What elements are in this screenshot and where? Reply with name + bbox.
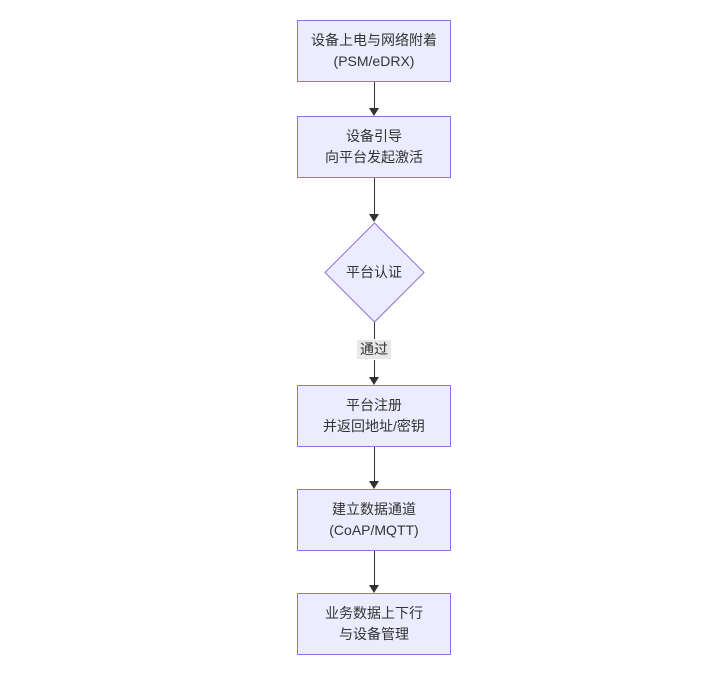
flowchart-column: 设备上电与网络附着 (PSM/eDRX) 设备引导 向平台发起激活 平台认证 通… <box>296 20 452 655</box>
node-text-line: 向平台发起激活 <box>325 149 423 165</box>
arrow-line <box>373 359 375 377</box>
node-data-channel: 建立数据通道 (CoAP/MQTT) <box>297 489 451 551</box>
node-text-line: 平台认证 <box>346 264 402 280</box>
node-business-data: 业务数据上下行 与设备管理 <box>297 593 451 655</box>
arrow-3: 通过 <box>296 322 452 385</box>
node-text-line: 设备上电与网络附着 <box>311 32 437 48</box>
node-text-line: 业务数据上下行 <box>325 605 423 621</box>
arrow-line <box>373 82 375 108</box>
arrow-line <box>373 178 375 214</box>
edge-label-pass: 通过 <box>357 340 391 359</box>
node-text-line: 并返回地址/密钥 <box>323 418 425 434</box>
arrowhead-down-icon <box>369 108 379 116</box>
node-text-line: (CoAP/MQTT) <box>329 522 419 538</box>
node-text-line: 建立数据通道 <box>332 501 416 517</box>
arrow-line <box>373 447 375 481</box>
arrow-4 <box>296 447 452 489</box>
arrow-line <box>373 551 375 585</box>
arrow-1 <box>296 82 452 116</box>
arrow-2 <box>296 178 452 222</box>
arrowhead-down-icon <box>369 214 379 222</box>
arrowhead-down-icon <box>369 585 379 593</box>
node-power-attach: 设备上电与网络附着 (PSM/eDRX) <box>297 20 451 82</box>
arrow-5 <box>296 551 452 593</box>
arrowhead-down-icon <box>369 377 379 385</box>
node-register: 平台注册 并返回地址/密钥 <box>297 385 451 447</box>
arrow-line <box>373 322 375 340</box>
node-platform-auth: 平台认证 <box>324 222 425 323</box>
node-text-line: 与设备管理 <box>339 626 409 642</box>
node-bootstrap: 设备引导 向平台发起激活 <box>297 116 451 178</box>
node-text-line: 设备引导 <box>346 128 402 144</box>
arrowhead-down-icon <box>369 481 379 489</box>
node-text-line: (PSM/eDRX) <box>333 53 415 69</box>
node-text-line: 平台注册 <box>346 397 402 413</box>
